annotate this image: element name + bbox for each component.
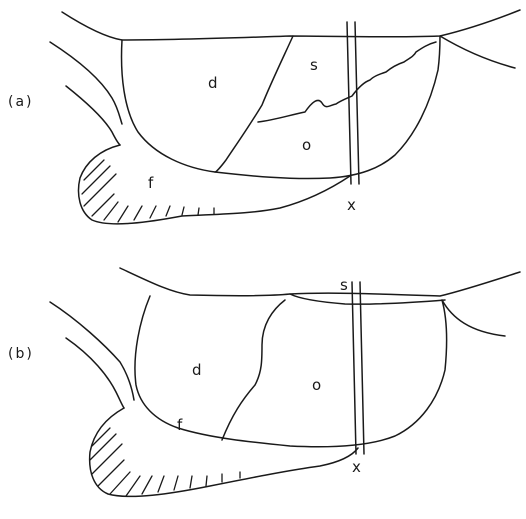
panel-a-main-outline [122, 36, 440, 179]
panel-b-label-s: s [340, 276, 348, 294]
panel-a-right-taper [440, 36, 515, 68]
panel-b-right-taper [442, 300, 505, 336]
panel-a-left-upper-contour [50, 42, 122, 124]
panel-a-d-o-divider [215, 36, 293, 172]
panel-a-section-line-right [355, 22, 359, 184]
panel-b: (b) [8, 268, 520, 496]
panel-a-left-lower-contour [66, 86, 120, 145]
panel-b-label-d: d [192, 361, 202, 379]
panel-b-label: (b) [8, 346, 34, 362]
panel-b-foot-outline [90, 408, 358, 496]
panel-b-top-contour [120, 268, 520, 296]
panel-a: (a) [8, 10, 520, 224]
panel-b-foot-hatching [90, 428, 240, 496]
panel-b-section-line-right [360, 282, 364, 454]
panel-a-top-contour [62, 10, 520, 40]
panel-a-label: (a) [8, 94, 34, 110]
panel-a-label-s: s [310, 56, 318, 74]
panel-a-label-f: f [148, 174, 154, 192]
panel-b-d-o-divider [222, 300, 285, 440]
panel-a-label-d: d [208, 74, 218, 92]
panel-b-label-x: x [352, 458, 361, 476]
panel-b-label-f: f [177, 416, 183, 434]
panel-b-section-line-left [352, 282, 356, 454]
panel-b-left-lower-contour [66, 338, 124, 408]
panel-b-label-o: o [312, 376, 321, 394]
panel-a-label-x: x [347, 196, 356, 214]
panel-a-label-o: o [302, 136, 311, 154]
panel-b-left-upper-contour [50, 302, 134, 400]
panel-a-section-line-left [347, 22, 351, 184]
